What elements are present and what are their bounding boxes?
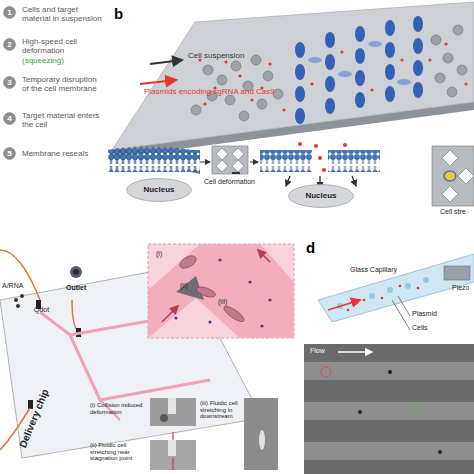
nucleus-text: Nucleus xyxy=(305,192,336,200)
step-text: Target material enters the cell xyxy=(22,112,104,130)
step-number-text-area: 1 xyxy=(3,6,16,19)
step-number: 3 xyxy=(3,76,16,89)
step-number: 4 xyxy=(3,112,16,125)
nucleus-text-area: Nucleus xyxy=(288,184,354,208)
reagent-label: Qdot xyxy=(34,306,64,314)
panel-letter: b xyxy=(114,6,130,23)
part-label: Glass Capillary xyxy=(350,266,420,274)
step-number-text: 2 xyxy=(7,41,11,49)
nucleus-text: Nucleus xyxy=(143,186,174,194)
step-number-text: 3 xyxy=(7,79,11,87)
part-label: Plasmid xyxy=(412,310,452,318)
part-label: Cells xyxy=(412,324,452,332)
step-text: (squeezing) xyxy=(22,57,104,66)
callout-number: (iii) xyxy=(218,298,238,306)
step-number-text-area: 4 xyxy=(3,112,16,125)
callout-number: (ii) xyxy=(180,282,200,290)
nucleus: Nucleus xyxy=(126,178,192,202)
step-number-text: 4 xyxy=(7,115,11,123)
step-number-text: 1 xyxy=(7,9,11,17)
step-text: Temporary disruption of the cell membran… xyxy=(22,76,104,94)
step-number: 5 xyxy=(3,147,16,160)
reagent-label: A/RNA xyxy=(2,282,42,290)
figure-caption: (ii) Fluidic cell stretching near stagna… xyxy=(90,442,148,462)
step-number-shape xyxy=(4,7,16,19)
figure-caption: (i) Collision induced deformation xyxy=(90,402,148,415)
nucleus-text-area: Nucleus xyxy=(126,178,192,202)
port-label: Outlet xyxy=(66,284,100,292)
nucleus-shape xyxy=(127,179,192,202)
panel-letter: d xyxy=(306,240,322,257)
step-text: Cells and target material in suspension xyxy=(22,6,104,24)
nucleus: Nucleus xyxy=(288,184,354,208)
step-number-text: 5 xyxy=(7,150,11,158)
part-label: Piezo xyxy=(452,284,474,292)
nucleus-shape xyxy=(289,185,354,208)
step-number-text-area: 3 xyxy=(3,76,16,89)
step-number-text-area: 2 xyxy=(3,38,16,51)
callout-number: (i) xyxy=(156,250,176,258)
inset-label: Cell deformation xyxy=(204,178,264,186)
step-text: Membrane reseals xyxy=(22,150,104,159)
flow-label: Cell suspension xyxy=(188,52,268,61)
step-number-shape xyxy=(4,39,16,51)
inset-label: Cell stre xyxy=(440,208,474,216)
flow-label: Flow xyxy=(310,347,340,355)
figure-caption: (iii) Fluidic cell stretching in downstr… xyxy=(200,400,244,420)
step-number-text-area: 5 xyxy=(3,147,16,160)
step-number-shape xyxy=(4,77,16,89)
step-text: High-speed cell deformation xyxy=(22,38,104,56)
step-number-shape xyxy=(4,148,16,160)
step-number: 2 xyxy=(3,38,16,51)
step-number-shape xyxy=(4,113,16,125)
flow-label: Plasmids encoding sgRNA and Cas9 xyxy=(144,88,294,97)
step-number: 1 xyxy=(3,6,16,19)
